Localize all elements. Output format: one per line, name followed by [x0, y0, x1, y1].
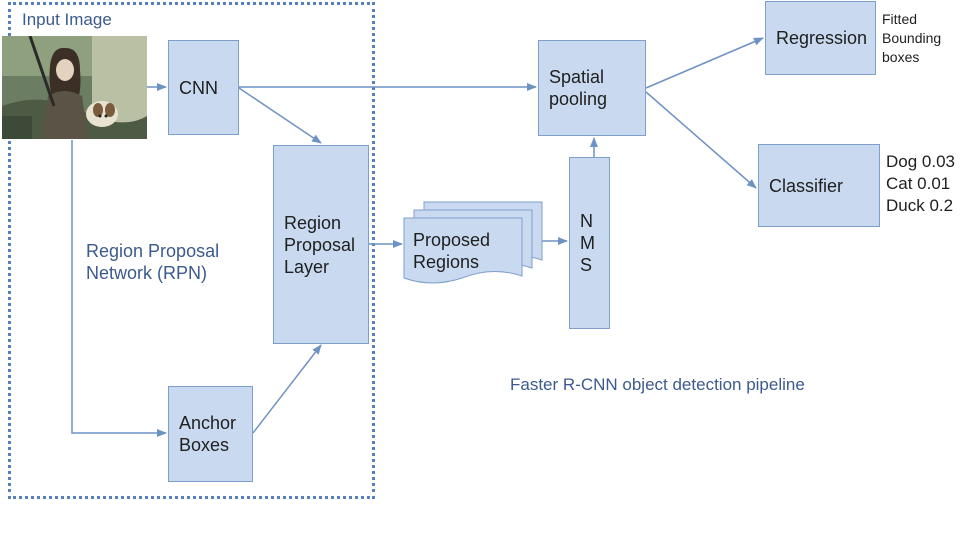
pooling-line-2: pooling [549, 89, 608, 109]
rpn-name-line-2: Network (RPN) [86, 263, 208, 283]
class-score-duck: Duck 0.2 [886, 196, 954, 215]
anchor-boxes-node: Anchor Boxes [168, 386, 253, 482]
nms-letter-n: N [580, 211, 593, 231]
input-image [2, 36, 147, 139]
fitted-line-3: boxes [882, 49, 920, 65]
spatial-pooling-node: Spatial pooling [538, 40, 646, 136]
rpn-region-title: Input Image [22, 10, 112, 29]
rpn-name-line-1: Region Proposal [86, 241, 220, 261]
rpl-line-1: Region [284, 212, 342, 233]
classifier-node: Classifier [758, 144, 880, 227]
rpl-line-3: Layer [284, 256, 330, 277]
fitted-boxes-label: Fitted Bounding boxes [882, 10, 941, 67]
rpn-name-label: Region Proposal Network (RPN) [86, 240, 219, 284]
arrow-pooling-to-regression [645, 37, 764, 89]
cnn-label: CNN [179, 77, 218, 98]
proposed-regions-node: Proposed Regions [402, 200, 544, 290]
nms-letter-s: S [580, 255, 593, 275]
pooling-line-1: Spatial [549, 67, 605, 87]
proposed-line-2: Regions [413, 252, 480, 272]
class-scores: Dog 0.03 Cat 0.01 Duck 0.2 [886, 151, 955, 217]
proposed-regions-label: Proposed Regions [413, 229, 490, 273]
class-score-dog: Dog 0.03 [886, 152, 955, 171]
arrow-pooling-to-classifier [645, 91, 757, 189]
fitted-line-2: Bounding [882, 30, 942, 46]
proposed-line-1: Proposed [413, 230, 491, 250]
cnn-node: CNN [168, 40, 239, 135]
regression-node: Regression [765, 1, 876, 75]
class-score-cat: Cat 0.01 [886, 174, 951, 193]
region-proposal-layer-node: Region Proposal Layer [273, 145, 369, 344]
diagram-caption: Faster R-CNN object detection pipeline [510, 375, 805, 394]
anchor-line-2: Boxes [179, 435, 230, 455]
nms-letter-m: M [580, 233, 595, 253]
regression-label: Regression [776, 28, 868, 48]
classifier-label: Classifier [769, 175, 844, 196]
fitted-line-1: Fitted [882, 11, 918, 27]
rpn-region-border [8, 2, 375, 499]
nms-node: N M S [569, 157, 610, 329]
anchor-line-1: Anchor [179, 413, 237, 433]
rpl-line-2: Proposal [284, 234, 356, 255]
proposed-regions-shape [403, 201, 543, 284]
